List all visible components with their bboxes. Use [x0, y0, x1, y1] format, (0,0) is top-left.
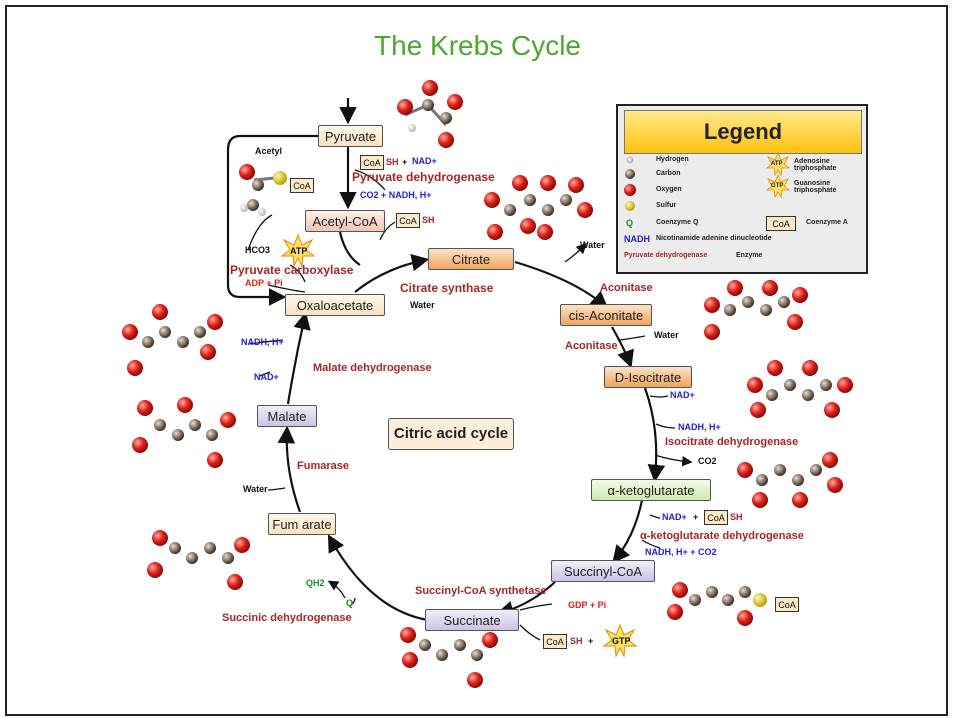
coa-box-succinyl-molecule: CoA [775, 597, 799, 612]
label-gdp-pi: GDP + Pi [568, 600, 607, 610]
label-water-citrate: Water [410, 300, 435, 310]
molecule-cis-aconitate [704, 280, 808, 340]
enzyme-succinic-dehydrogenase: Succinic dehydrogenase [222, 612, 352, 624]
legend-nadh: Nicotinamide adenine dinucleotide [656, 235, 772, 242]
legend-nadh-symbol: NADH [624, 234, 650, 244]
node-succinate: Succinate [425, 609, 519, 631]
node-d-isocitrate: D-Isocitrate [604, 366, 692, 388]
label-q: Q [346, 598, 354, 608]
legend: Legend Hydrogen Carbon Oxygen Sulfur Q C… [616, 104, 868, 274]
gtp-icon [602, 623, 638, 658]
label-nadh-co2-akg: NADH, H+ + CO2 [645, 547, 717, 557]
label-water-aconitase-2: Water [654, 330, 679, 340]
coa-box-acetyl: CoA [290, 178, 314, 193]
label-co2-idh: CO2 [698, 456, 717, 466]
molecule-oxaloacetate [122, 304, 223, 376]
enzyme-aconitase-2: Aconitase [565, 340, 618, 352]
enzyme-aconitase-1: Aconitase [600, 282, 653, 294]
coa-box-akg: CoA [704, 510, 728, 525]
enzyme-malate-dehydrogenase: Malate dehydrogenase [313, 362, 432, 374]
label-nadh-idh: NADH, H+ [678, 422, 721, 432]
label-water-fumarase: Water [243, 484, 268, 494]
node-alpha-ketoglutarate: α-ketoglutarate [591, 479, 711, 501]
node-citrate: Citrate [428, 248, 514, 270]
label-nad-idh: NAD+ [670, 390, 695, 400]
label-nad-akg: NAD+ [662, 512, 687, 522]
node-malate: Malate [257, 405, 317, 427]
molecule-succinate [400, 627, 498, 688]
label-nad-mdh: NAD+ [254, 372, 279, 382]
node-oxaloacetate: Oxaloacetate [285, 294, 385, 316]
label-nadh-mdh: NADH, H+ [241, 337, 284, 347]
node-pyruvate: Pyruvate [318, 125, 383, 147]
coa-box-pdh: CoA [360, 155, 384, 170]
enzyme-akg-dehydrogenase: α-ketoglutarate dehydrogenase [640, 530, 804, 542]
legend-carbon: Carbon [656, 170, 681, 177]
enzyme-pyruvate-carboxylase: Pyruvate carboxylase [230, 263, 354, 277]
enzyme-isocitrate-dehydrogenase: Isocitrate dehydrogenase [665, 436, 799, 448]
atp-icon [280, 233, 316, 268]
cycle-arrows [226, 98, 666, 622]
label-plus-succinyl: + [588, 636, 594, 646]
node-acetyl-coa: Acetyl-CoA [305, 210, 385, 232]
legend-sulfur: Sulfur [656, 202, 677, 209]
label-sh-akg: SH [730, 512, 743, 522]
label-adp-pi: ADP + Pi [245, 278, 283, 288]
coa-box-citrate: CoA [396, 213, 420, 228]
legend-coa-box: CoA [766, 216, 796, 231]
label-plus-pdh: + [402, 157, 408, 167]
label-plus-akg: + [693, 512, 699, 522]
label-qh2: QH2 [306, 578, 325, 588]
label-atp: ATP [290, 246, 308, 256]
legend-q-symbol: Q [626, 218, 634, 228]
molecule-isocitrate [747, 360, 853, 418]
enzyme-fumarase: Fumarase [297, 460, 349, 472]
label-sh-succinyl: SH [570, 636, 583, 646]
molecule-fumarate [147, 530, 250, 590]
legend-enzyme-example: Pyruvate dehydrogenase [624, 252, 708, 259]
node-succinyl-coa: Succinyl-CoA [551, 560, 655, 582]
label-acetyl: Acetyl [255, 146, 283, 156]
enzyme-citrate-synthase: Citrate synthase [400, 281, 494, 295]
label-gtp: GTP [612, 636, 631, 646]
legend-hydrogen: Hydrogen [656, 156, 689, 163]
label-sh-pdh: SH [386, 157, 399, 167]
center-label: Citric acid cycle [388, 418, 514, 450]
legend-gtp-symbol: GTP [771, 183, 784, 189]
legend-gtp: Guanosine triphosphate [794, 180, 837, 194]
side-arrows [247, 169, 693, 641]
coa-box-succinyl: CoA [543, 634, 567, 649]
label-water-aconitase: Water [580, 240, 605, 250]
legend-swatches [624, 151, 791, 211]
label-co2-nadh: CO2 + NADH, H+ [360, 190, 432, 200]
molecule-succinyl [667, 582, 767, 626]
legend-oxygen: Oxygen [656, 186, 682, 193]
molecule-pyruvate [397, 80, 463, 148]
label-sh-citrate: SH [422, 215, 435, 225]
molecule-alpha-ketoglutarate [737, 452, 843, 508]
legend-atp-symbol: ATP [771, 161, 783, 167]
legend-title: Legend [624, 110, 862, 154]
molecule-citrate [484, 175, 593, 240]
molecule-acetyl [239, 164, 287, 216]
molecule-malate [132, 397, 236, 468]
label-hco3: HCO3 [245, 245, 271, 255]
node-fumarate: Fum arate [268, 513, 336, 535]
legend-atp: Adenosine triphosphate [794, 158, 837, 172]
slide-title: The Krebs Cycle [374, 30, 581, 61]
legend-coenzyme-a: Coenzyme A [806, 219, 848, 226]
node-cis-aconitate: cis-Aconitate [560, 304, 652, 326]
enzyme-succinyl-coa-synthetase: Succinyl-CoA synthetase [415, 585, 547, 597]
label-nad-pdh: NAD+ [412, 156, 437, 166]
enzyme-pyruvate-dehydrogenase: Pyruvate dehydrogenase [352, 170, 495, 184]
legend-coenzyme-q: Coenzyme Q [656, 219, 699, 226]
legend-enzyme: Enzyme [736, 252, 763, 259]
